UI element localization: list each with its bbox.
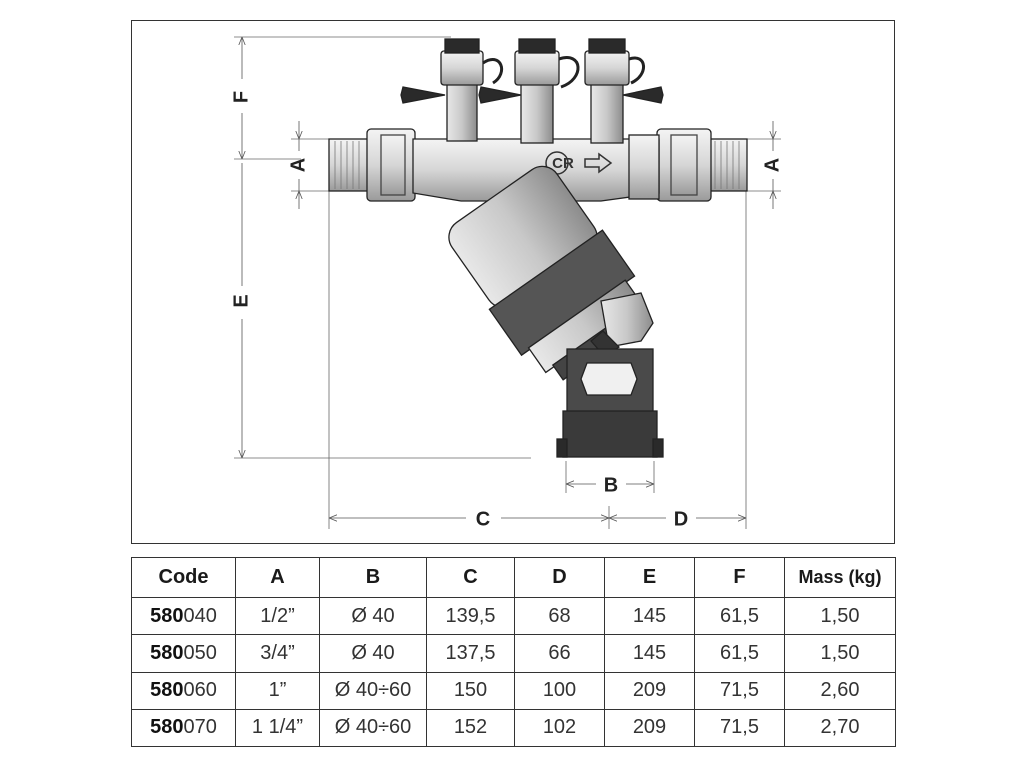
- cell-c: 150: [426, 671, 515, 710]
- cell-c: 152: [426, 708, 515, 748]
- cell-code: 580040: [131, 596, 236, 636]
- cell-e: 209: [604, 671, 695, 710]
- technical-drawing-panel: F E A A C D B: [131, 20, 895, 544]
- specifications-table: Code A B C D E F Mass (kg) 580040 1/2” Ø…: [131, 557, 896, 748]
- header-f: F: [694, 557, 785, 598]
- flow-arrow-icon: [584, 152, 613, 174]
- cell-b: Ø 40÷60: [319, 671, 427, 710]
- valve-drawing: F E A A C D B: [230, 36, 783, 530]
- cell-e: 145: [604, 634, 695, 673]
- left-thread-lines: [334, 141, 360, 189]
- dim-label-a-left: A: [287, 158, 309, 172]
- cell-a: 1/2”: [235, 596, 320, 636]
- cell-mass: 2,60: [784, 671, 896, 710]
- cell-e: 209: [604, 708, 695, 748]
- table-row: 580040 1/2” Ø 40 139,5 68 145 61,5 1,50: [131, 596, 896, 636]
- cell-mass: 1,50: [784, 596, 896, 636]
- header-e: E: [604, 557, 695, 598]
- code-suffix: 060: [183, 679, 217, 702]
- valve-body: CR: [328, 38, 748, 458]
- cell-b: Ø 40÷60: [319, 708, 427, 748]
- cell-mass: 2,70: [784, 708, 896, 748]
- code-prefix: 580: [150, 679, 184, 702]
- right-thread-lines: [714, 141, 740, 189]
- cell-d: 100: [514, 671, 605, 710]
- cell-a: 1 1/4”: [235, 708, 320, 748]
- table-header-row: Code A B C D E F Mass (kg): [131, 557, 896, 598]
- cell-e: 145: [604, 596, 695, 636]
- cell-c: 137,5: [426, 634, 515, 673]
- header-a: A: [235, 557, 320, 598]
- cell-d: 66: [514, 634, 605, 673]
- dim-label-d: D: [674, 508, 688, 530]
- dim-label-b: B: [604, 474, 618, 496]
- cell-a: 1”: [235, 671, 320, 710]
- code-prefix: 580: [150, 641, 184, 664]
- cell-b: Ø 40: [319, 634, 427, 673]
- cell-code: 580070: [131, 708, 236, 748]
- cell-mass: 1,50: [784, 634, 896, 673]
- drain-funnel: [556, 348, 664, 458]
- dim-label-e: E: [230, 294, 252, 307]
- table-row: 580060 1” Ø 40÷60 150 100 209 71,5 2,60: [131, 671, 896, 710]
- header-code: Code: [131, 557, 236, 598]
- cell-d: 102: [514, 708, 605, 748]
- cell-b: Ø 40: [319, 596, 427, 636]
- cell-f: 71,5: [694, 708, 785, 748]
- test-cock-1: [400, 38, 504, 142]
- cell-f: 61,5: [694, 596, 785, 636]
- dimension-lines: [242, 37, 773, 518]
- code-suffix: 050: [183, 641, 217, 664]
- cell-a: 3/4”: [235, 634, 320, 673]
- test-cock-2: [478, 38, 580, 144]
- cell-c: 139,5: [426, 596, 515, 636]
- dim-label-c: C: [476, 508, 490, 530]
- header-c: C: [426, 557, 515, 598]
- header-d: D: [514, 557, 605, 598]
- cell-d: 68: [514, 596, 605, 636]
- code-prefix: 580: [150, 604, 184, 627]
- code-suffix: 070: [183, 716, 217, 739]
- code-prefix: 580: [150, 716, 184, 739]
- header-b: B: [319, 557, 427, 598]
- logo-text: CR: [552, 155, 574, 172]
- header-mass: Mass (kg): [784, 557, 896, 598]
- dim-label-a-right: A: [761, 158, 783, 172]
- cell-code: 580050: [131, 634, 236, 673]
- cell-code: 580060: [131, 671, 236, 710]
- table-row: 580050 3/4” Ø 40 137,5 66 145 61,5 1,50: [131, 634, 896, 673]
- cell-f: 61,5: [694, 634, 785, 673]
- code-suffix: 040: [183, 604, 217, 627]
- test-cock-3: [584, 38, 664, 144]
- extension-lines: [234, 36, 781, 529]
- cell-f: 71,5: [694, 671, 785, 710]
- dim-label-f: F: [230, 91, 252, 103]
- table-row: 580070 1 1/4” Ø 40÷60 152 102 209 71,5 2…: [131, 708, 896, 748]
